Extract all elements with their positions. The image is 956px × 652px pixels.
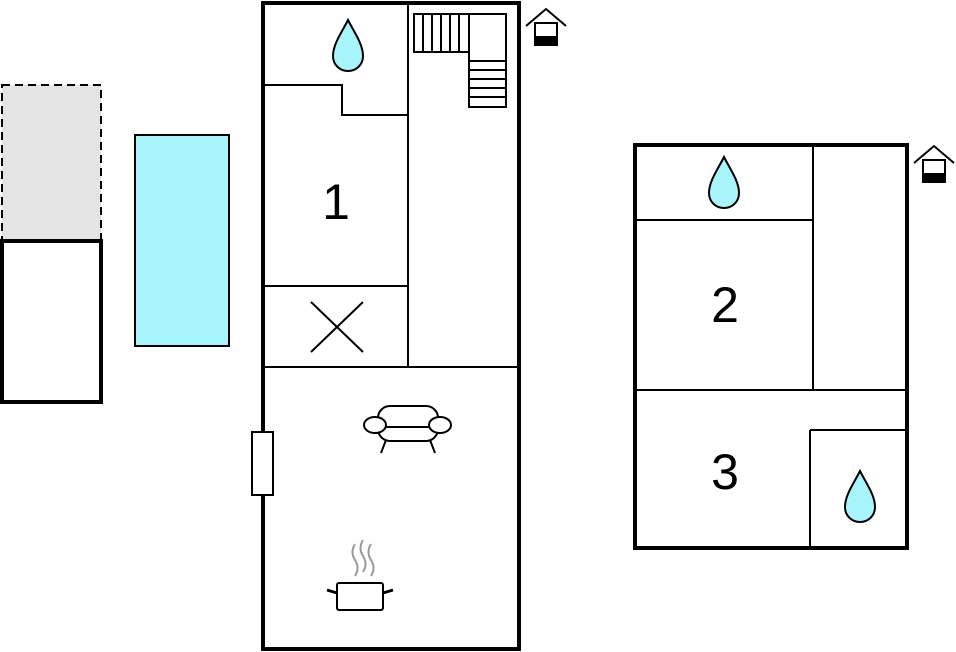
- staircase-icon: [413, 13, 507, 108]
- house-entrance-icon: [913, 145, 955, 183]
- door-marker: [251, 431, 274, 496]
- outbuilding: [0, 239, 103, 404]
- cross-icon: [310, 301, 364, 353]
- room-number-1: 1: [322, 174, 350, 230]
- swimming-pool: [134, 134, 230, 347]
- room-number-2: 2: [711, 277, 739, 333]
- main-building: [261, 1, 521, 651]
- cooking-pot-icon: [326, 539, 394, 611]
- room-number-3: 3: [711, 444, 739, 500]
- sofa-icon: [363, 405, 452, 454]
- terrace-area: [1, 84, 102, 242]
- house-entrance-icon: [525, 8, 567, 46]
